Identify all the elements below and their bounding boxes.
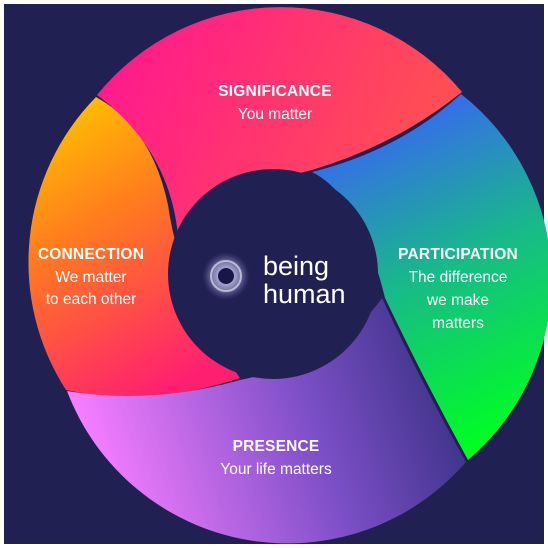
center-circle	[168, 169, 378, 379]
presence-segment[interactable]	[67, 298, 466, 544]
participation-line-2: we make	[426, 292, 489, 309]
logo-word-human: human	[263, 279, 346, 309]
significance-title: SIGNIFICANCE	[218, 83, 332, 100]
connection-line-1: We matter	[55, 269, 126, 286]
participation-segment[interactable]	[312, 94, 548, 460]
significance-line-1: You matter	[238, 106, 312, 123]
presence-line-1: Your life matters	[220, 461, 332, 478]
connection-line-2: to each other	[46, 291, 136, 308]
connection-title: CONNECTION	[38, 246, 144, 263]
participation-line-1: The difference	[409, 269, 508, 286]
logo-word-being: being	[263, 251, 329, 281]
being-human-logo-icon	[202, 252, 250, 300]
significance-segment[interactable]	[97, 7, 462, 236]
participation-title: PARTICIPATION	[398, 246, 518, 263]
presence-title: PRESENCE	[233, 438, 320, 455]
participation-line-3: matters	[432, 315, 484, 332]
